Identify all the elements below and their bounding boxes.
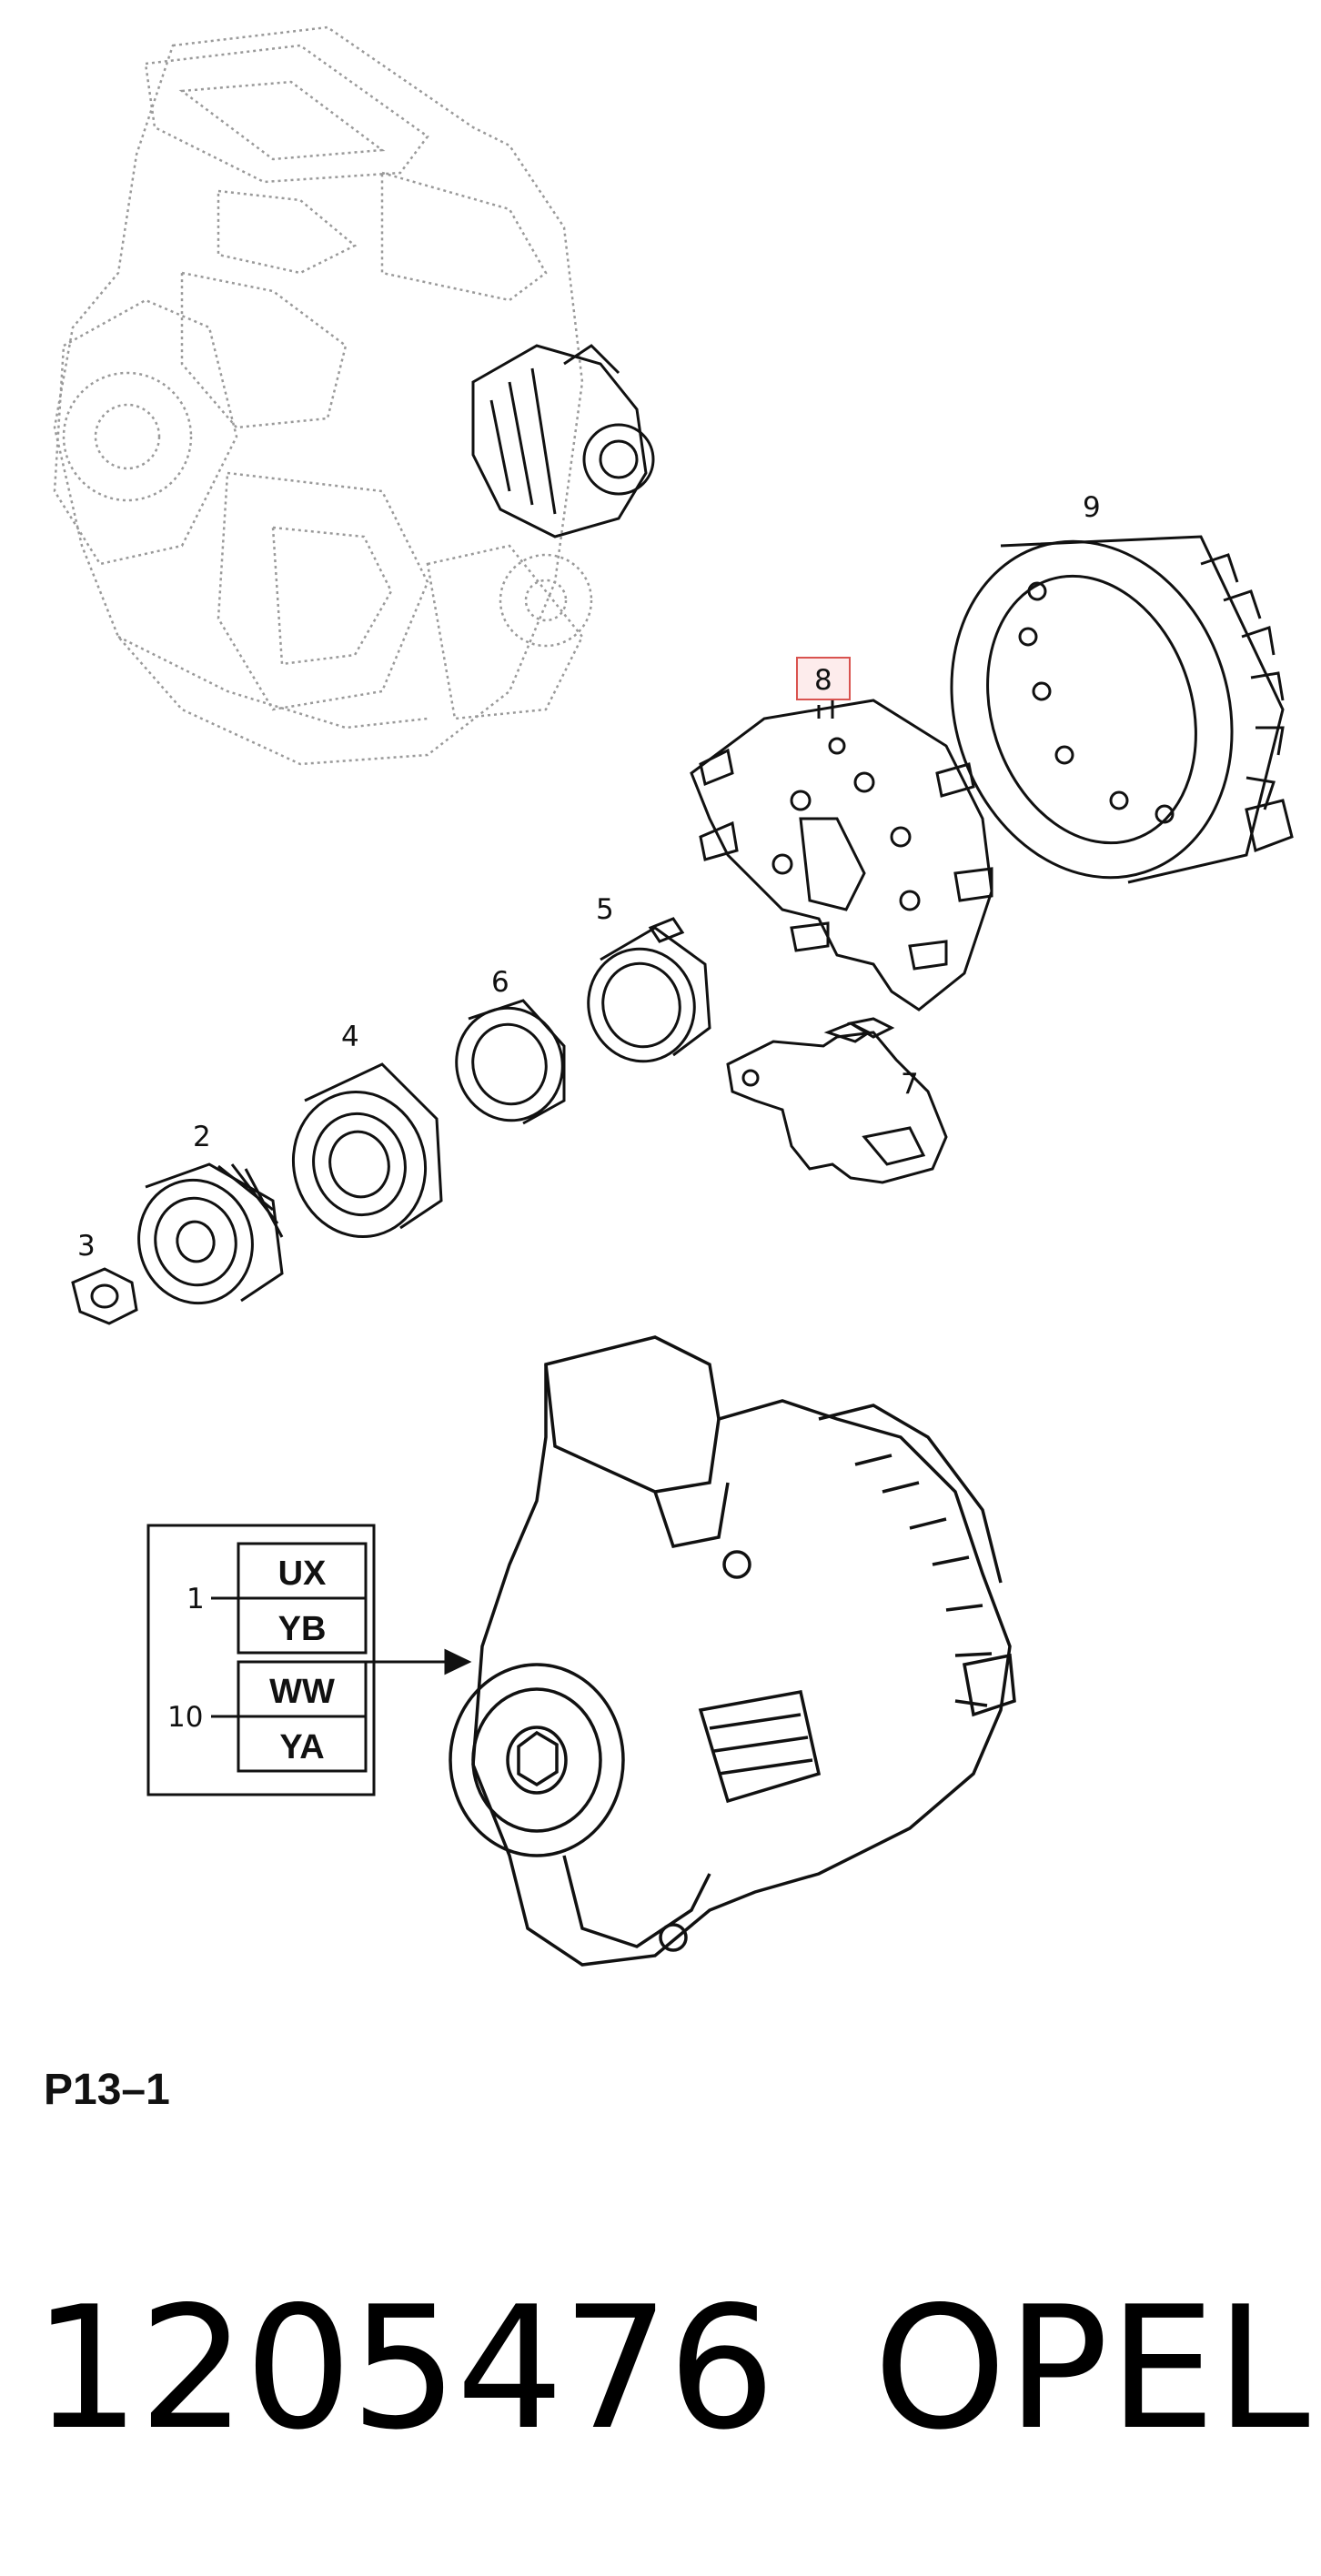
code-ya: YA xyxy=(279,1728,324,1766)
callout-8: 8 xyxy=(814,664,832,697)
part-6-small-bearing xyxy=(455,999,566,1125)
callout-4: 4 xyxy=(341,1021,359,1053)
part-number: 1205476 xyxy=(33,2269,775,2467)
callout-7: 7 xyxy=(901,1068,919,1101)
callout-1: 1 xyxy=(187,1583,205,1615)
callout-2: 2 xyxy=(193,1121,211,1153)
part-2-pulley xyxy=(137,1162,284,1305)
part-7-regulator xyxy=(726,1017,948,1184)
part-8-rectifier xyxy=(690,699,993,1011)
part-9-stator xyxy=(950,535,1294,884)
brand-name: OPEL xyxy=(873,2269,1310,2467)
callout-10: 10 xyxy=(167,1701,203,1734)
figure-reference: P13–1 xyxy=(44,2066,170,2114)
part-5-bearing-cup xyxy=(587,917,711,1063)
part-4-large-bearing xyxy=(291,1062,443,1238)
callout-5: 5 xyxy=(596,893,614,926)
alternator-on-engine xyxy=(471,344,655,538)
callout-3: 3 xyxy=(77,1230,96,1263)
engine-illustration xyxy=(53,25,593,766)
code-box xyxy=(146,1524,472,1796)
code-yb: YB xyxy=(278,1610,327,1648)
assembled-alternator xyxy=(449,1335,1016,1967)
code-ww: WW xyxy=(269,1673,335,1711)
code-ux: UX xyxy=(278,1555,327,1593)
callout-6: 6 xyxy=(491,966,509,999)
callout-9: 9 xyxy=(1083,491,1101,524)
part-3-nut xyxy=(71,1267,138,1325)
